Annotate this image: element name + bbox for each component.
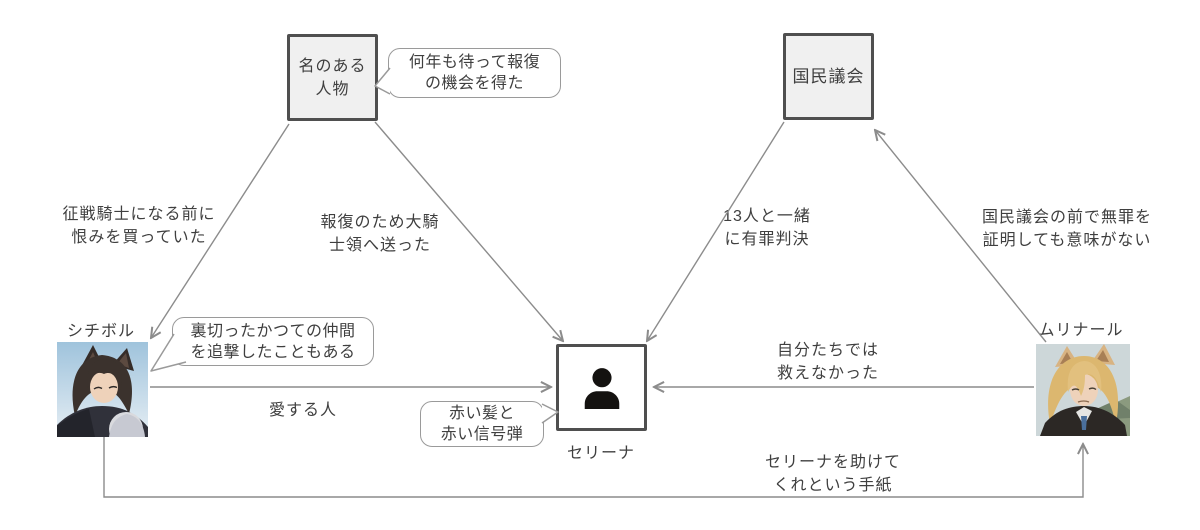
shichibol-avatar: [57, 342, 148, 437]
mulinar-avatar: [1036, 344, 1130, 436]
mulinar-name: ムリナール: [1038, 322, 1124, 339]
bubble-pursued-comrades-line2: を追撃したこともある: [190, 343, 356, 361]
mulinar-portrait-icon: [1036, 344, 1130, 436]
bubble-revenge-chance-line2: の機会を得た: [424, 75, 524, 92]
edge-label-grudge: 征戦騎士になる前に 恨みを買っていた: [62, 206, 216, 246]
node-named-person: 名のある 人物: [287, 34, 378, 121]
shichibol-portrait-icon: [57, 342, 148, 437]
bubble-red-hair: 赤い髪と 赤い信号弾: [420, 401, 544, 447]
shichibol-name: シチボル: [66, 323, 136, 340]
bubble-revenge-chance-line1: 何年も待って報復: [408, 54, 541, 71]
edge-label-letter: セリーナを助けて くれという手紙: [764, 454, 902, 494]
bubble-red-hair-line1: 赤い髪と: [448, 405, 515, 422]
node-named-person-label-line2: 人物: [315, 80, 350, 98]
edge-label-cannot-prove: 国民議会の前で無罪を 証明しても意味がない: [981, 209, 1153, 249]
edge-label-guilty-verdict: 13人と一緒 に有罪判決: [723, 208, 811, 248]
bubble-pursued-comrades: 裏切ったかつての仲間 を追撃したこともある: [172, 317, 374, 366]
node-national-assembly: 国民議会: [783, 33, 874, 120]
node-serina: [556, 344, 647, 431]
edge-label-loved-one: 愛する人: [268, 402, 338, 419]
edge-label-sent-for-revenge: 報復のため大騎 士領へ送った: [320, 214, 440, 254]
node-national-assembly-label: 国民議会: [792, 67, 865, 86]
bubble-revenge-chance: 何年も待って報復 の機会を得た: [388, 48, 561, 98]
edge-label-could-not-save: 自分たちでは 救えなかった: [776, 342, 880, 382]
person-icon: [584, 367, 619, 409]
bubble-red-hair-line2: 赤い信号弾: [440, 426, 524, 443]
serina-name: セリーナ: [566, 445, 636, 462]
node-named-person-label-line1: 名のある: [298, 57, 367, 75]
bubble-pursued-comrades-line1: 裏切ったかつての仲間: [190, 322, 356, 340]
